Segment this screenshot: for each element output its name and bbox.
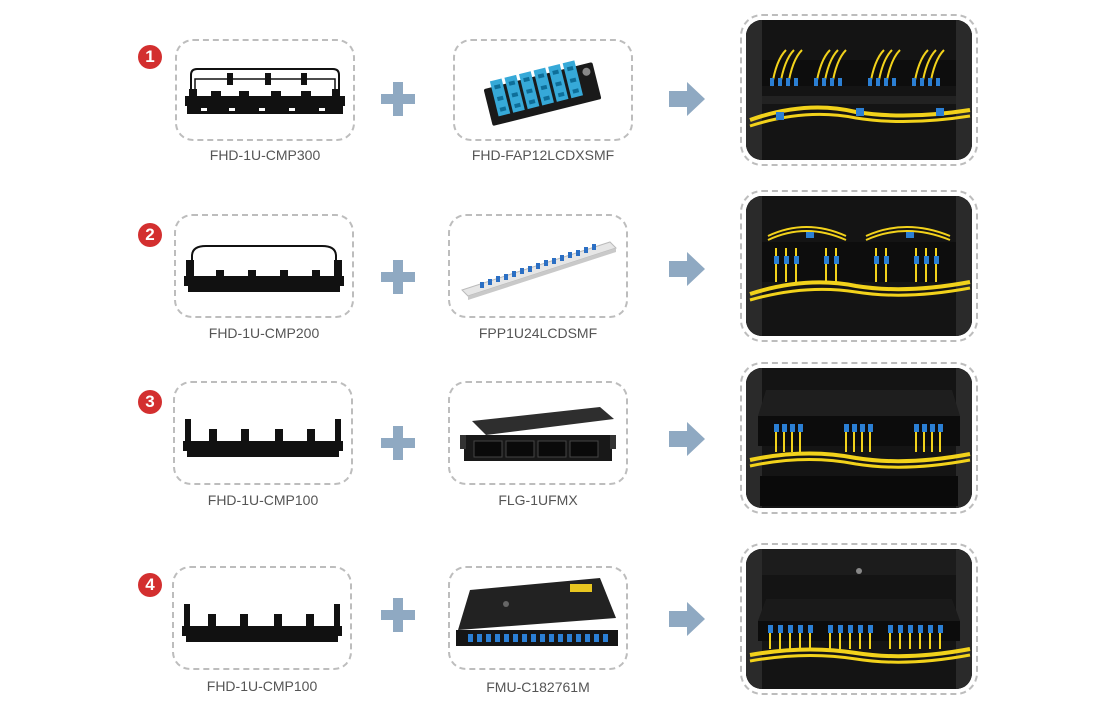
plus-icon xyxy=(381,260,415,294)
manager-label-1: FHD-1U-CMP300 xyxy=(209,147,321,163)
panel-label-4: FMU-C182761M xyxy=(486,679,590,695)
step-badge-2: 2 xyxy=(138,223,162,247)
panel-image-2 xyxy=(448,214,628,318)
manager-label-2: FHD-1U-CMP200 xyxy=(208,325,320,341)
cable-manager-image-3 xyxy=(173,381,353,485)
right-arrow-icon xyxy=(669,422,705,456)
panel-image-1 xyxy=(453,39,633,141)
step-badge-3: 3 xyxy=(138,390,162,414)
installed-rack-photo-2 xyxy=(740,190,978,342)
panel-label-1: FHD-FAP12LCDXSMF xyxy=(471,147,615,163)
step-badge-4: 4 xyxy=(138,573,162,597)
manager-label-4: FHD-1U-CMP100 xyxy=(206,678,318,694)
panel-label-2: FPP1U24LCDSMF xyxy=(478,325,598,341)
panel-label-3: FLG-1UFMX xyxy=(498,492,578,508)
plus-icon xyxy=(381,82,415,116)
cable-manager-image-2 xyxy=(174,214,354,318)
installed-rack-photo-1 xyxy=(740,14,978,166)
installed-rack-photo-4 xyxy=(740,543,978,695)
cable-manager-image-4 xyxy=(172,566,352,670)
plus-icon xyxy=(381,426,415,460)
right-arrow-icon xyxy=(669,602,705,636)
cable-manager-image-1 xyxy=(175,39,355,141)
plus-icon xyxy=(381,598,415,632)
right-arrow-icon xyxy=(669,252,705,286)
manager-label-3: FHD-1U-CMP100 xyxy=(207,492,319,508)
installed-rack-photo-3 xyxy=(740,362,978,514)
step-badge-1: 1 xyxy=(138,45,162,69)
right-arrow-icon xyxy=(669,82,705,116)
panel-image-4 xyxy=(448,566,628,670)
panel-image-3 xyxy=(448,381,628,485)
